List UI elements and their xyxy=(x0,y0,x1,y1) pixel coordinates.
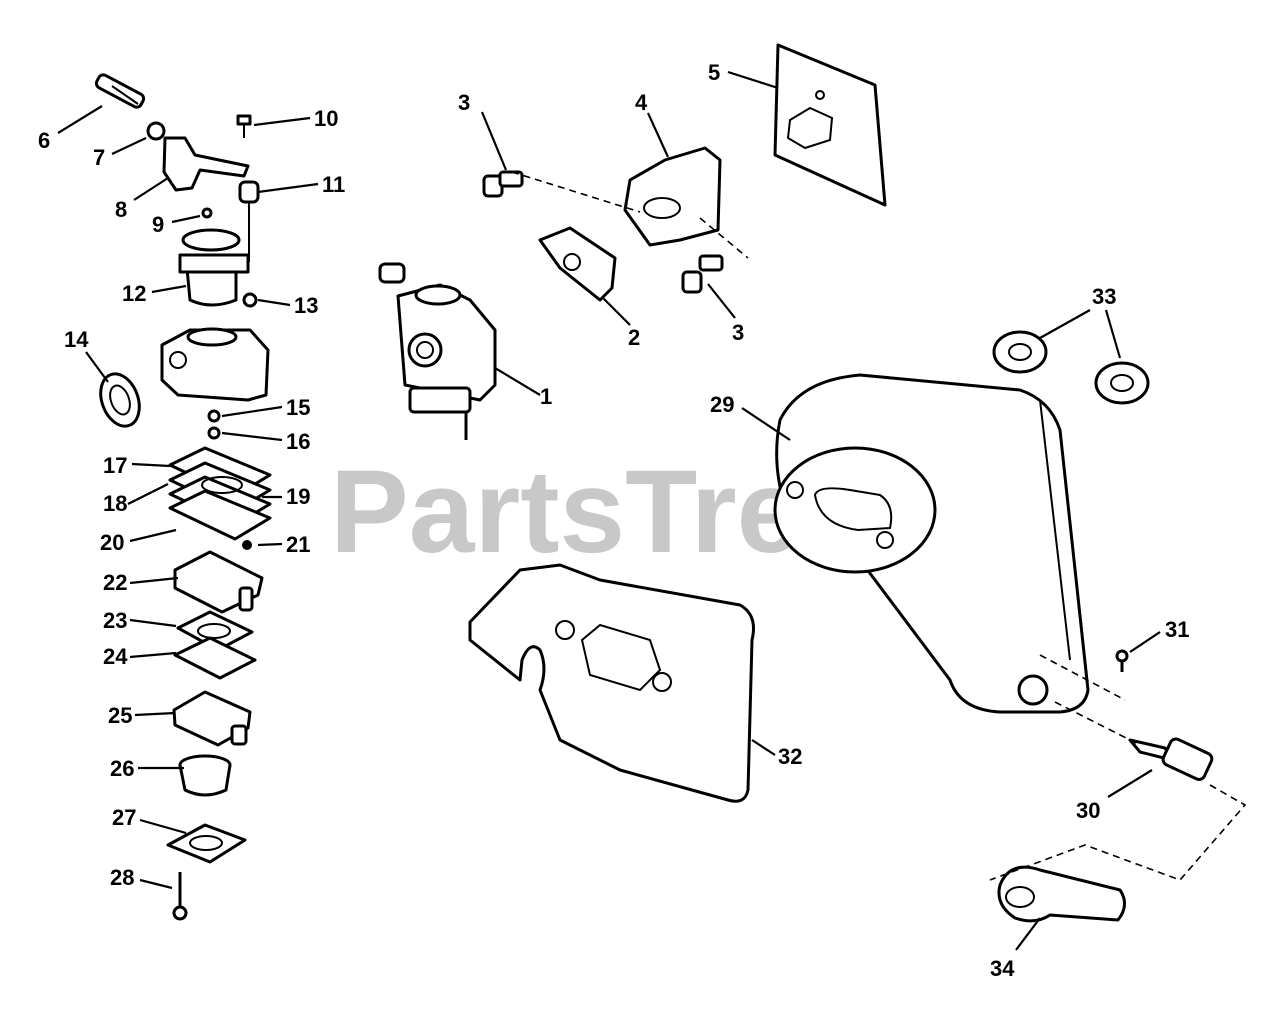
callout-23: 23 xyxy=(103,608,127,633)
assembly-line-lower xyxy=(699,217,749,259)
part-32-heat-shield xyxy=(468,563,755,803)
callout-3-upper: 3 xyxy=(458,90,470,115)
callout-10: 10 xyxy=(314,106,338,131)
part-30-spark-arrester xyxy=(1017,674,1214,781)
part-5-gasket xyxy=(773,43,887,207)
callout-24: 24 xyxy=(103,644,128,669)
callout-8: 8 xyxy=(115,197,127,222)
part-16-jet xyxy=(207,426,221,440)
part-11-knob xyxy=(238,180,260,262)
callout-numbers: 1 2 3 3 4 5 6 7 8 9 10 11 12 13 14 15 16… xyxy=(38,60,1189,981)
part-15-ball xyxy=(207,409,221,423)
part-9-ball xyxy=(201,207,213,219)
part-31-screw xyxy=(1115,649,1129,672)
callout-2: 2 xyxy=(628,325,640,350)
callout-22: 22 xyxy=(103,570,127,595)
part-12-throttle-body xyxy=(178,228,250,307)
assembly-line-30 xyxy=(1054,701,1141,746)
part-22-pump-body xyxy=(173,550,264,614)
callout-5: 5 xyxy=(708,60,720,85)
callout-25: 25 xyxy=(108,703,132,728)
callout-31: 31 xyxy=(1165,617,1189,642)
callout-11: 11 xyxy=(322,172,345,197)
callout-33: 33 xyxy=(1092,284,1116,309)
part-33-nuts xyxy=(992,330,1150,405)
part-29-muffler xyxy=(773,373,1090,714)
part-7-nut xyxy=(146,121,166,141)
callout-27: 27 xyxy=(112,805,136,830)
part-28-screw xyxy=(172,872,188,921)
callout-9: 9 xyxy=(152,212,164,237)
callout-6: 6 xyxy=(38,128,50,153)
part-13-washer xyxy=(242,292,258,308)
callout-30: 30 xyxy=(1076,798,1100,823)
callout-29: 29 xyxy=(710,392,734,417)
assembly-line-upper xyxy=(511,171,641,213)
part-carb-body xyxy=(160,327,270,402)
callout-3-lower: 3 xyxy=(732,320,744,345)
part-8-bracket xyxy=(162,136,250,192)
part-25-cover xyxy=(172,690,252,747)
part-14-seal xyxy=(99,372,141,428)
part-3-lower-screw xyxy=(681,254,724,294)
callout-18: 18 xyxy=(103,491,127,516)
part-10-screw xyxy=(236,114,252,138)
assembly-line-34 xyxy=(989,784,1247,881)
leader-lines xyxy=(57,70,1161,951)
callout-4: 4 xyxy=(635,90,648,115)
callout-19: 19 xyxy=(286,484,310,509)
part-2-gasket xyxy=(538,226,617,302)
part-3-upper-screw xyxy=(482,170,524,198)
part-34-outlet-pipe xyxy=(997,865,1126,923)
callout-26: 26 xyxy=(110,756,134,781)
part-26-cup xyxy=(178,754,232,797)
part-6-screw xyxy=(94,73,146,109)
callout-7: 7 xyxy=(93,145,105,170)
callout-16: 16 xyxy=(286,429,310,454)
callout-28: 28 xyxy=(110,865,134,890)
callout-14: 14 xyxy=(64,327,89,352)
part-4-insulator xyxy=(623,146,722,247)
callout-1: 1 xyxy=(540,384,552,409)
part-24-diaphragm xyxy=(173,636,257,680)
callout-34: 34 xyxy=(990,956,1015,981)
assembly-line-31 xyxy=(1039,654,1126,701)
callout-15: 15 xyxy=(286,395,310,420)
callout-13: 13 xyxy=(294,293,318,318)
callout-21: 21 xyxy=(286,532,310,557)
callout-12: 12 xyxy=(122,281,146,306)
callout-17: 17 xyxy=(103,453,127,478)
part-1-carburetor xyxy=(378,262,497,440)
callout-32: 32 xyxy=(778,744,802,769)
part-17-20-gasket-stack xyxy=(168,446,272,541)
callout-20: 20 xyxy=(100,530,124,555)
part-27-plate xyxy=(166,823,247,864)
part-21-ball xyxy=(242,540,252,550)
